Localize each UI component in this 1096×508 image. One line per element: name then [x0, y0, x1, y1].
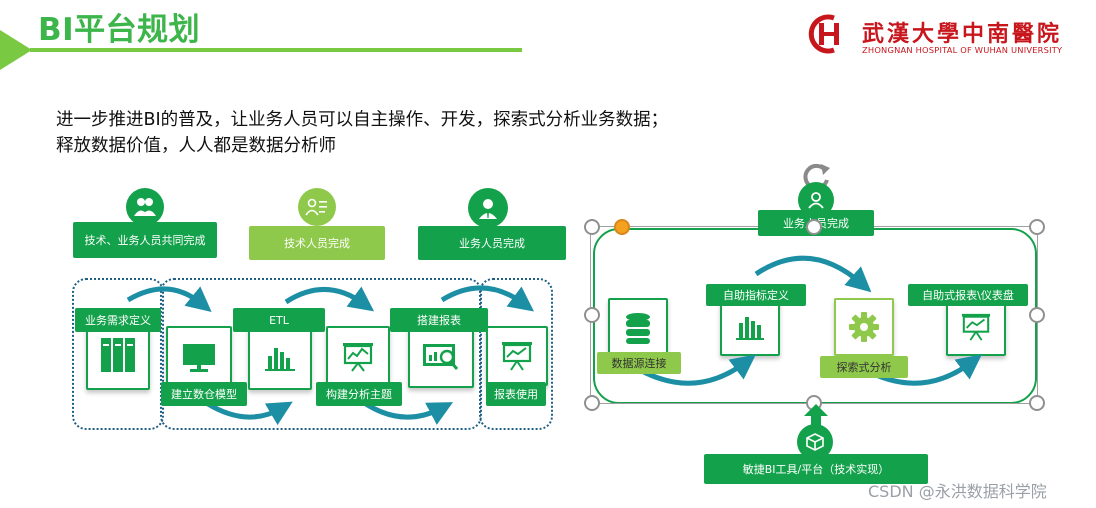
- step-explore-label: 探索式分析: [820, 356, 908, 378]
- page-title: BI平台规划: [38, 12, 201, 48]
- step-self-metric-label: 自助指标定义: [706, 284, 806, 306]
- up-arrow-icon: [804, 404, 828, 426]
- role-tech-and-business: 技术、业务人员共同完成: [73, 222, 217, 258]
- resize-handle-right[interactable]: [1029, 307, 1045, 323]
- business-user-icon: [468, 188, 508, 228]
- step-analysis-theme-label: 构建分析主题: [316, 382, 402, 406]
- card-build-report: [408, 326, 474, 388]
- step-build-report-label: 搭建报表: [390, 308, 488, 332]
- arrow-report-to-use: [440, 285, 535, 312]
- monitor-icon: [183, 344, 215, 372]
- bar-chart-icon: [265, 348, 295, 371]
- arrow-theme-to-report: [364, 401, 454, 425]
- resize-handle-top-left[interactable]: [584, 219, 600, 235]
- step-self-dashboard-label: 自助式报表\仪表盘: [908, 284, 1028, 306]
- card-self-metric: [720, 298, 780, 356]
- arrow-req-to-model: [126, 286, 212, 312]
- arrow-model-to-etl: [206, 401, 293, 426]
- step-data-source-label: 数据源连接: [597, 352, 681, 374]
- role-business-only: 业务人员完成: [418, 226, 566, 260]
- arrow-metric-to-explore: [754, 255, 872, 293]
- dashboard-easel-icon: [502, 342, 532, 371]
- dashboard-easel-icon: [961, 313, 991, 341]
- group-tech-build: [160, 278, 482, 430]
- watermark: CSDN @永洪数据科学院: [868, 482, 1047, 501]
- step-etl-label: ETL: [233, 308, 325, 332]
- card-etl: [248, 326, 312, 390]
- tech-user-icon: [298, 188, 336, 226]
- resize-handle-top-right[interactable]: [1029, 219, 1045, 235]
- card-warehouse-model: [166, 326, 232, 390]
- group-business-needs: [72, 278, 164, 430]
- hospital-logo-icon: [808, 14, 839, 54]
- binders-icon: [101, 338, 135, 372]
- corner-decoration: [0, 30, 32, 70]
- resize-handle-bottom-left[interactable]: [584, 395, 600, 411]
- bar-chart-icon: [736, 317, 764, 340]
- arrow-source-to-metric: [638, 354, 756, 386]
- intro-line-2: 释放数据价值，人人都是数据分析师: [56, 136, 336, 156]
- arrow-etl-to-theme: [284, 286, 375, 312]
- presentation-board-icon: [343, 343, 373, 372]
- step-requirements-label: 业务需求定义: [75, 308, 161, 332]
- step-warehouse-model-label: 建立数仓模型: [161, 382, 247, 406]
- gear-icon: [849, 312, 879, 342]
- step-report-use-label: 报表使用: [486, 382, 546, 406]
- database-icon: [626, 313, 650, 344]
- team-icon: [126, 188, 164, 226]
- resize-handle-top[interactable]: [806, 219, 822, 235]
- title-underline: [30, 48, 522, 52]
- card-report-use: [486, 326, 548, 386]
- hospital-name-en: ZHONGNAN HOSPITAL OF WUHAN UNIVERSITY: [862, 45, 1063, 55]
- adjust-handle[interactable]: [614, 219, 630, 235]
- report-search-icon: [423, 344, 459, 370]
- role-tech-only: 技术人员完成: [249, 226, 385, 260]
- intro-line-1: 进一步推进BI的普及，让业务人员可以自主操作、开发，探索式分析业务数据；: [56, 110, 669, 130]
- left-flow-arrows: [126, 285, 535, 426]
- card-explore: [834, 298, 894, 356]
- resize-handle-left[interactable]: [584, 307, 600, 323]
- card-analysis-theme: [326, 326, 390, 388]
- platform-label: 敏捷BI工具/平台（技术实现）: [704, 454, 928, 484]
- right-flow-arrows: [638, 255, 982, 386]
- resize-handle-bottom-right[interactable]: [1029, 395, 1045, 411]
- hospital-name-cn: 武漢大學中南醫院: [862, 21, 1063, 47]
- group-report-use: [479, 278, 553, 430]
